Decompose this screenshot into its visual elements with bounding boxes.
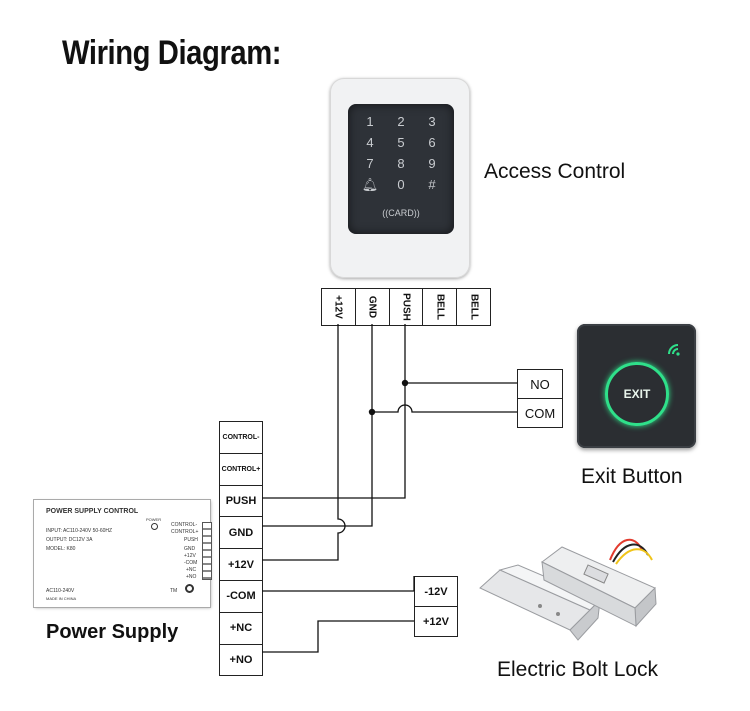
wire-exit-com (372, 404, 517, 413)
lock-terminal-minus12v: -12V (414, 576, 458, 607)
terminal-com: -COM (220, 581, 262, 613)
keypad-key: 5 (397, 135, 405, 150)
keypad-key: 8 (397, 156, 405, 171)
ps-side-label: -COM (184, 560, 198, 566)
keypad-key: 9 (428, 156, 436, 171)
electric-bolt-lock-label: Electric Bolt Lock (497, 658, 659, 681)
wifi-icon (668, 344, 680, 356)
ps-heading: POWER SUPPLY CONTROL (46, 508, 139, 515)
lock-wires (609, 538, 653, 565)
wire-push (262, 324, 406, 499)
ps-side-label: CONTROL+ (171, 529, 199, 535)
exit-terminal-com: COM (517, 398, 563, 428)
ps-side-label: CONTROL- (171, 522, 198, 528)
keypad-key: 2 (397, 114, 405, 129)
exit-ring: EXIT (605, 362, 669, 426)
ps-input: INPUT: AC110-240V 50-60HZ (46, 528, 113, 534)
ps-terminal-block (202, 522, 212, 580)
keypad-key: 7 (366, 156, 374, 171)
power-terminal-column: CONTROL- CONTROL+ PUSH GND +12V -COM +NC… (219, 421, 263, 677)
keypad-key: 3 (428, 114, 436, 129)
wire-gnd (262, 324, 373, 527)
wire-nc-lock (262, 620, 414, 653)
keypad-key: # (428, 177, 436, 192)
keypad-key: 0 (397, 177, 405, 192)
electric-bolt-lock-illustration (479, 538, 657, 641)
terminal-bell: BELL (468, 293, 480, 321)
ps-model: MODEL: K80 (46, 546, 76, 552)
power-knob-icon (185, 584, 194, 593)
ps-power-label: POWER (146, 517, 162, 522)
keypad-panel: 1 2 3 4 5 6 7 8 9 🔔︎ 0 # ((CARD)) (348, 104, 454, 234)
terminal-12v: +12V (220, 549, 262, 581)
terminal-nc: +NC (220, 613, 262, 645)
power-supply-module: POWER SUPPLY CONTROL INPUT: AC110-240V 5… (34, 500, 212, 607)
exit-terminal-no: NO (517, 369, 563, 399)
diagram-title: Wiring Diagram: (62, 34, 282, 72)
ps-footer-voltage: AC110-240V (46, 588, 75, 594)
ps-side-label: +NC (186, 567, 197, 573)
terminal-bell: BELL (423, 289, 458, 325)
terminal-12v: +12V (322, 289, 356, 325)
access-control-label: Access Control (484, 160, 626, 183)
keypad-key: 6 (428, 135, 436, 150)
exit-text: EXIT (623, 387, 651, 401)
junction-dot (401, 379, 409, 387)
terminal-no: +NO (229, 653, 253, 666)
exit-button-device: EXIT (577, 324, 696, 448)
ps-tm-label: TM (170, 588, 178, 594)
wire-12v (262, 324, 346, 561)
ps-side-label: GND (184, 546, 196, 552)
ps-side-label: PUSH (184, 537, 198, 543)
terminal-gnd: GND (356, 289, 390, 325)
ps-footer-made: MADE IN CHINA (46, 596, 77, 601)
card-reader-label: ((CARD)) (382, 208, 420, 218)
terminal-gnd: GND (220, 517, 262, 550)
keypad-key: 1 (366, 114, 374, 129)
junction-dot (368, 408, 376, 416)
bell-icon: 🔔︎ (361, 177, 379, 192)
terminal-control-minus: CONTROL- (220, 422, 262, 454)
ps-side-label: +NO (186, 574, 197, 580)
ps-side-label: +12V (184, 553, 196, 559)
terminal-push: PUSH (220, 486, 262, 518)
lock-strike-plate (479, 564, 601, 641)
power-led-icon (151, 523, 158, 530)
reader-terminal-strip: +12V GND PUSH BELL BELL (321, 288, 491, 326)
lock-body (541, 546, 657, 628)
keypad-key: 4 (366, 135, 374, 150)
terminal-control-plus: CONTROL+ (220, 454, 262, 486)
lock-terminal-plus12v: +12V (414, 606, 458, 637)
terminal-push: PUSH (390, 289, 424, 325)
ps-output: OUTPUT: DC12V 3A (46, 537, 93, 543)
exit-button-label: Exit Button (581, 465, 683, 488)
power-supply-label: Power Supply (46, 621, 179, 643)
